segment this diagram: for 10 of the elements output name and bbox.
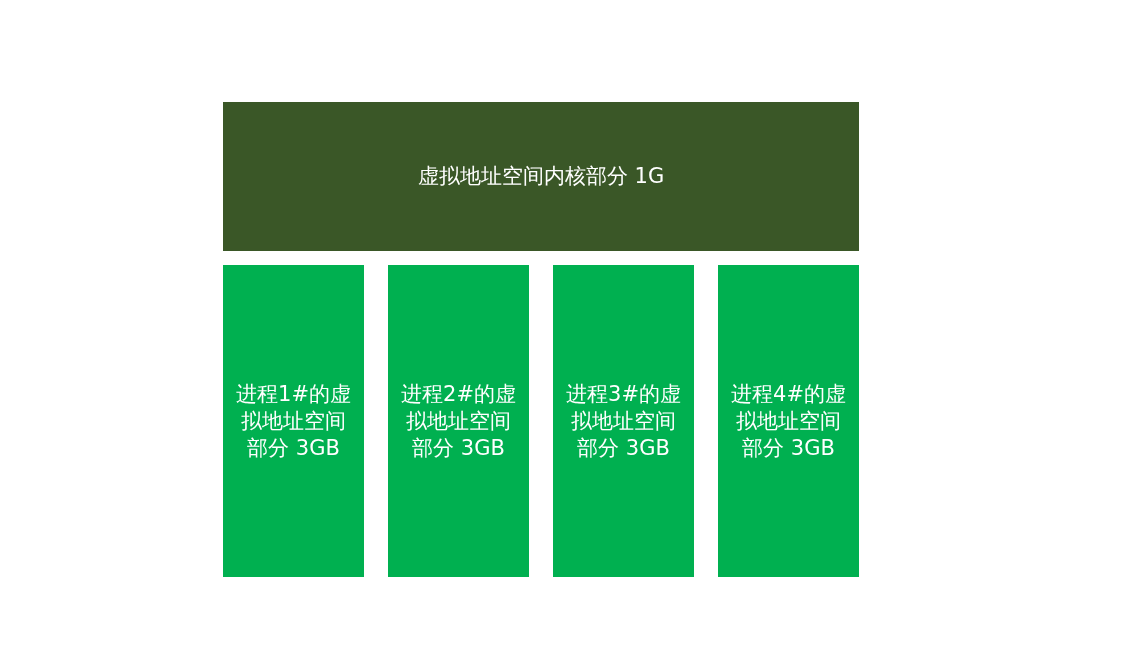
block-label: 虚拟地址空间内核部分 1G [417,163,665,190]
memory-block [553,265,694,577]
memory-block [388,265,529,577]
memory-block [223,102,859,251]
memory-block [223,265,364,577]
block-label: 进程2#的虚拟地址空间部分 3GB [400,380,517,462]
block-label: 进程4#的虚拟地址空间部分 3GB [730,380,847,462]
block-label: 进程1#的虚拟地址空间部分 3GB [235,380,352,462]
memory-block [718,265,859,577]
block-label: 进程3#的虚拟地址空间部分 3GB [565,380,682,462]
